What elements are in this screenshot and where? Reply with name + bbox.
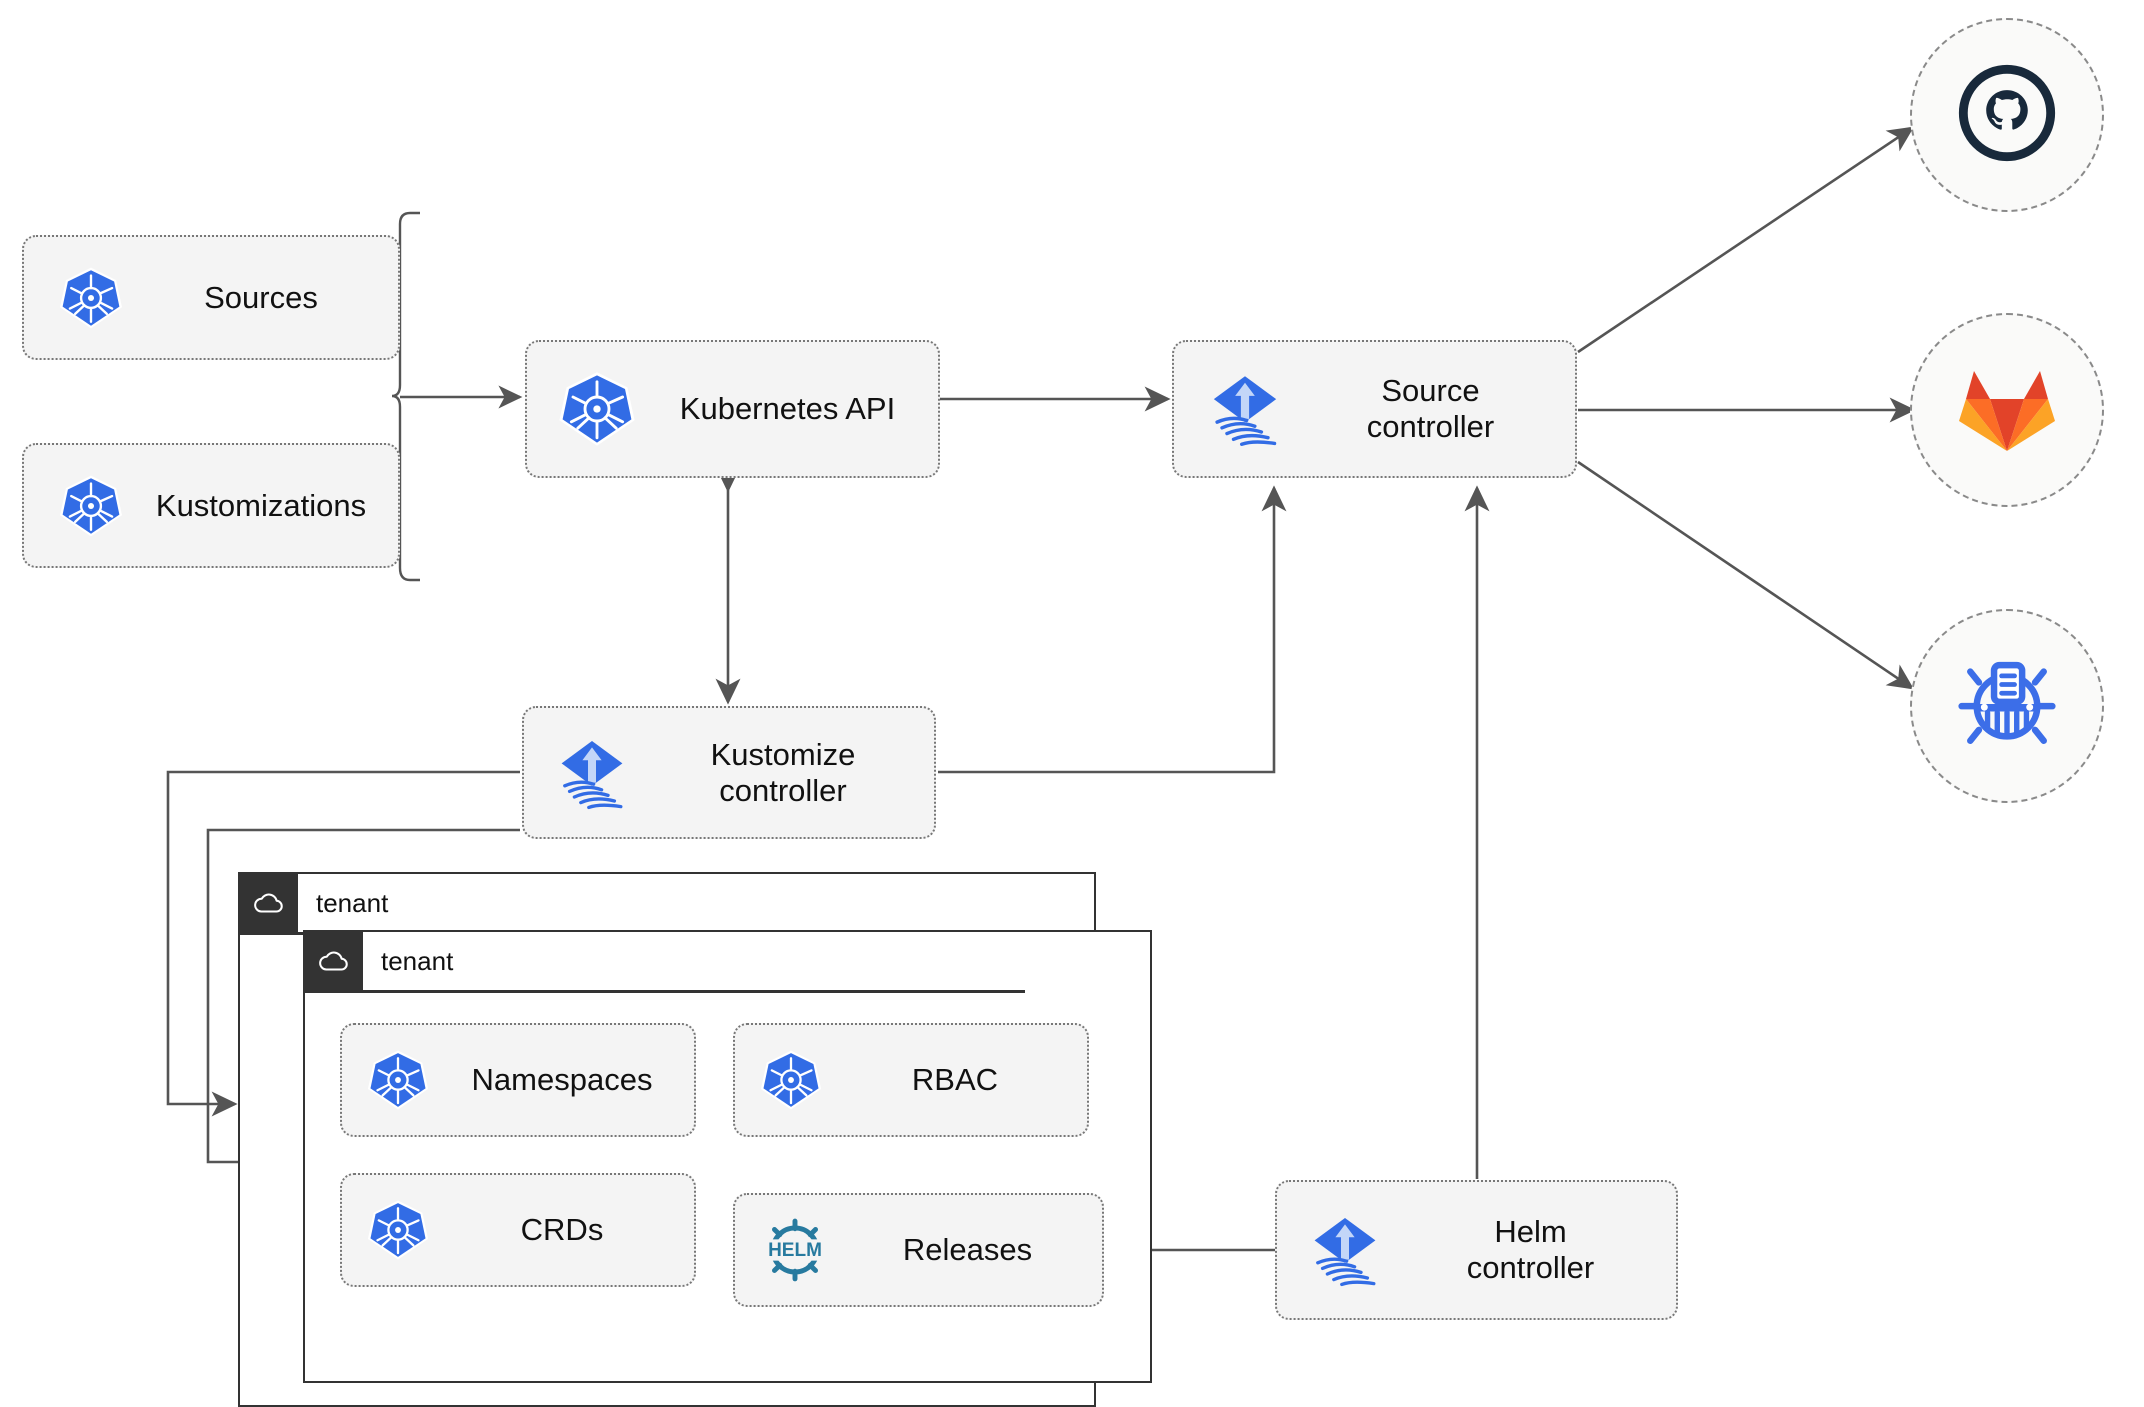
tenant-label: tenant: [316, 887, 389, 918]
node-kustomizations[interactable]: Kustomizations: [22, 443, 400, 568]
node-releases[interactable]: HELM Releases: [733, 1193, 1104, 1307]
node-helm-controller[interactable]: Helm controller: [1275, 1180, 1678, 1320]
external-github[interactable]: [1910, 18, 2104, 212]
svg-text:HELM: HELM: [768, 1240, 822, 1261]
tenant-titlebar: tenant: [305, 932, 453, 990]
gitlab-icon: [1957, 361, 2057, 460]
node-label: Helm controller: [1466, 1214, 1595, 1285]
helm-repository-icon: [1953, 650, 2061, 763]
tenant-label: tenant: [381, 945, 454, 976]
kubernetes-icon: [366, 1198, 430, 1262]
kubernetes-icon: [366, 1048, 430, 1112]
node-label: Kubernetes API: [679, 391, 896, 427]
node-label: Sources: [204, 279, 318, 315]
node-rbac[interactable]: RBAC: [733, 1023, 1089, 1137]
node-source-controller[interactable]: Source controller: [1172, 340, 1577, 478]
node-label: RBAC: [911, 1062, 999, 1098]
cloud-icon: [240, 874, 298, 932]
node-label: Source controller: [1366, 373, 1495, 444]
kubernetes-icon: [557, 369, 637, 449]
kubernetes-icon: [58, 265, 124, 331]
node-label: Releases: [902, 1232, 1033, 1268]
tenant-frame-front[interactable]: tenant: [303, 930, 1152, 1383]
node-kubernetes-api[interactable]: Kubernetes API: [525, 340, 940, 478]
node-kustomize-controller[interactable]: Kustomize controller: [522, 706, 936, 839]
tenant-titlebar: tenant: [240, 874, 388, 932]
flux-icon: [1305, 1210, 1385, 1290]
node-label: CRDs: [520, 1212, 604, 1248]
cloud-icon: [305, 932, 363, 990]
node-namespaces[interactable]: Namespaces: [340, 1023, 696, 1137]
tenant-title-divider: [305, 990, 1025, 993]
kubernetes-icon: [58, 473, 124, 539]
node-crds[interactable]: CRDs: [340, 1173, 696, 1287]
helm-icon: HELM: [757, 1212, 833, 1288]
node-label: Kustomize controller: [710, 736, 856, 808]
github-icon: [1955, 61, 2059, 170]
flux-icon: [552, 733, 632, 813]
node-label: Kustomizations: [155, 487, 367, 523]
external-gitlab[interactable]: [1910, 313, 2104, 507]
node-label: Namespaces: [471, 1062, 653, 1098]
node-sources[interactable]: Sources: [22, 235, 400, 360]
kubernetes-icon: [759, 1048, 823, 1112]
flux-icon: [1204, 368, 1286, 450]
external-helm-repository[interactable]: [1910, 609, 2104, 803]
